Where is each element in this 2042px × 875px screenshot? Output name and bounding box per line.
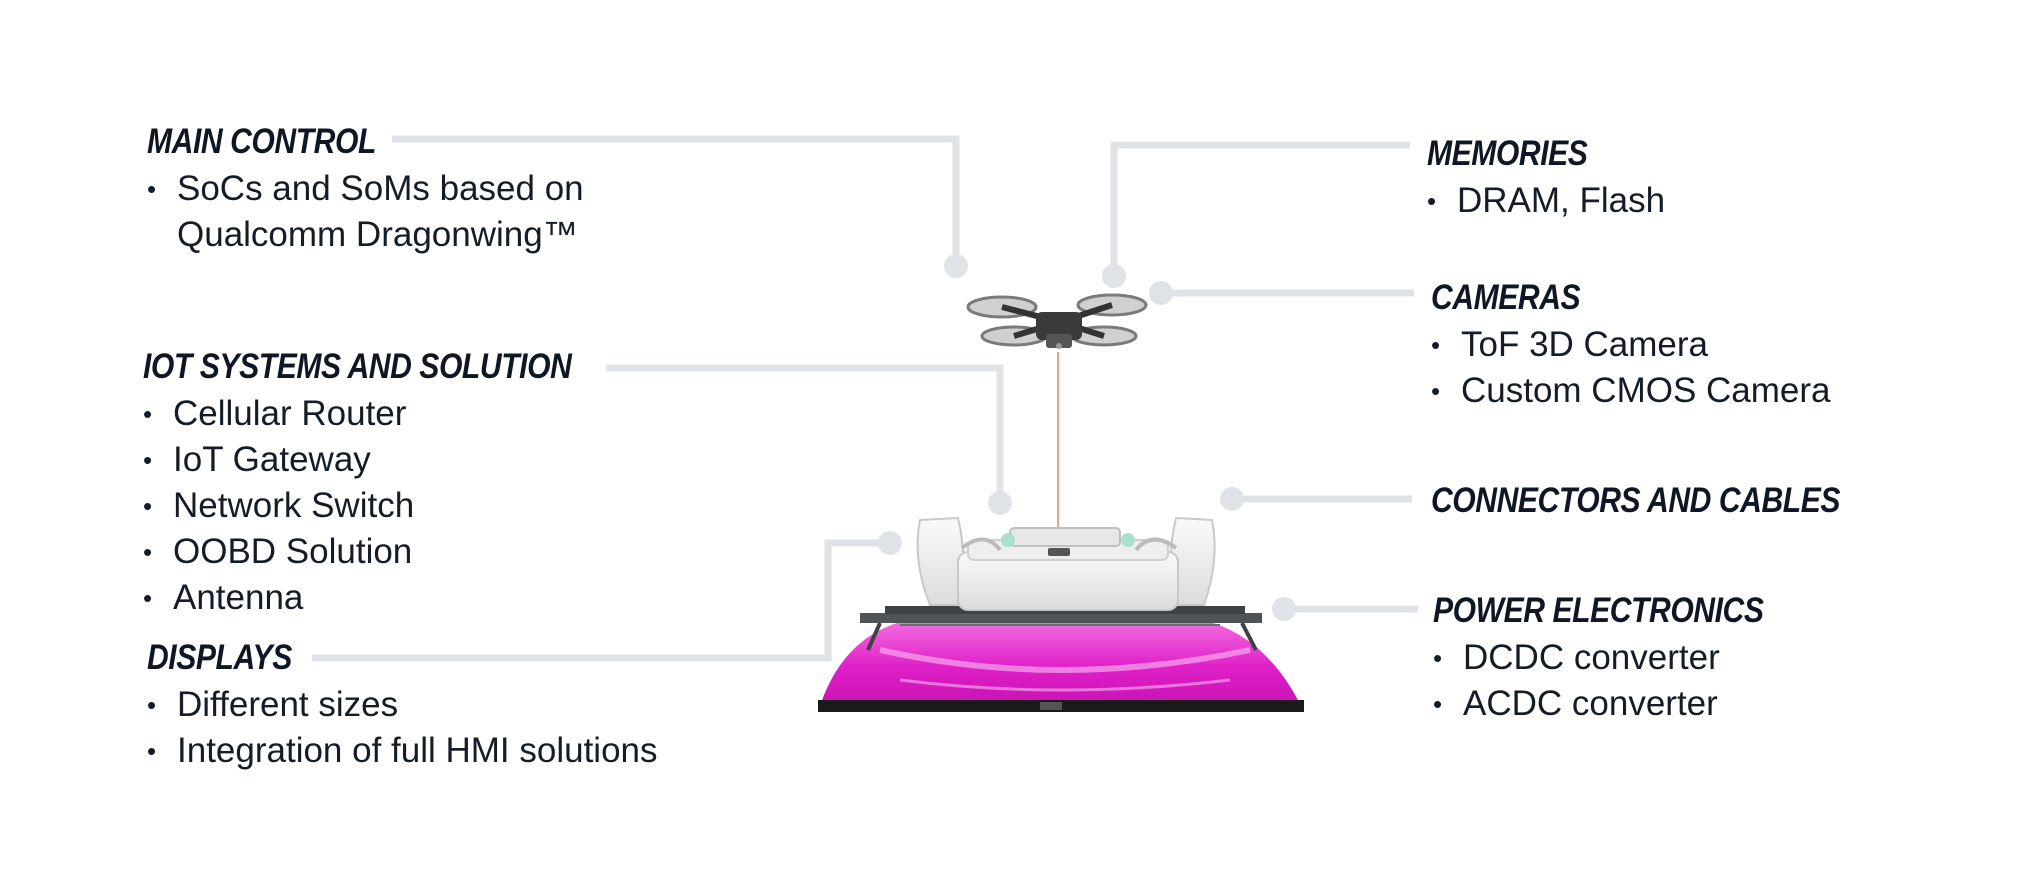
connector-lines [312,135,1418,662]
callout-memories: MEMORIES DRAM, Flash [1427,132,1665,224]
list-item: Integration of full HMI solutions [147,728,658,774]
list-item: Network Switch [143,483,641,529]
list-item: SoCs and SoMs based on Qualcomm Dragonwi… [147,166,647,258]
connector-main-control [392,135,960,266]
callout-connectors: CONNECTORS AND CABLES [1431,479,1907,523]
list-item: Custom CMOS Camera [1431,368,1831,414]
dot-cameras [1149,281,1173,305]
cameras-title: CAMERAS [1431,278,1581,317]
connector-memories [1110,141,1410,276]
list-item: DCDC converter [1433,635,1817,681]
callout-iot-systems: IOT SYSTEMS AND SOLUTION Cellular Router… [143,345,641,621]
callout-main-control: MAIN CONTROL SoCs and SoMs based on Qual… [147,120,647,258]
drone-dock-image [916,516,1216,611]
list-item: DRAM, Flash [1427,178,1665,224]
main-control-list: SoCs and SoMs based on Qualcomm Dragonwi… [147,166,647,258]
dot-displays [878,531,902,555]
connector-displays [312,539,890,662]
callout-cameras: CAMERAS ToF 3D Camera Custom CMOS Camera [1431,276,1831,414]
connector-dots [878,254,1296,621]
callout-displays: DISPLAYS Different sizes Integration of … [147,636,658,774]
dot-power [1272,597,1296,621]
memories-title: MEMORIES [1427,134,1588,173]
dot-connectors [1220,487,1244,511]
displays-list: Different sizes Integration of full HMI … [147,682,658,774]
list-item: ACDC converter [1433,681,1817,727]
power-title: POWER ELECTRONICS [1433,591,1764,630]
list-item: IoT Gateway [143,437,641,483]
iot-systems-title: IOT SYSTEMS AND SOLUTION [143,347,572,386]
list-item: ToF 3D Camera [1431,322,1831,368]
displays-title: DISPLAYS [147,638,292,677]
dot-memories [1102,264,1126,288]
main-control-item-1: SoCs and SoMs based on Qualcomm Dragonwi… [177,169,584,254]
callout-power: POWER ELECTRONICS DCDC converter ACDC co… [1433,589,1817,727]
drone-image [966,293,1148,349]
list-item: Different sizes [147,682,658,728]
iot-systems-list: Cellular Router IoT Gateway Network Swit… [143,391,641,621]
list-item: Antenna [143,575,641,621]
list-item: OOBD Solution [143,529,641,575]
power-list: DCDC converter ACDC converter [1433,635,1817,727]
connectors-title: CONNECTORS AND CABLES [1431,481,1841,520]
connector-iot [606,364,1004,503]
dot-main-control [944,254,968,278]
list-item: Cellular Router [143,391,641,437]
main-control-title: MAIN CONTROL [147,122,376,161]
cameras-list: ToF 3D Camera Custom CMOS Camera [1431,322,1831,414]
car-image [818,622,1304,712]
dot-iot [988,491,1012,515]
memories-list: DRAM, Flash [1427,178,1665,224]
